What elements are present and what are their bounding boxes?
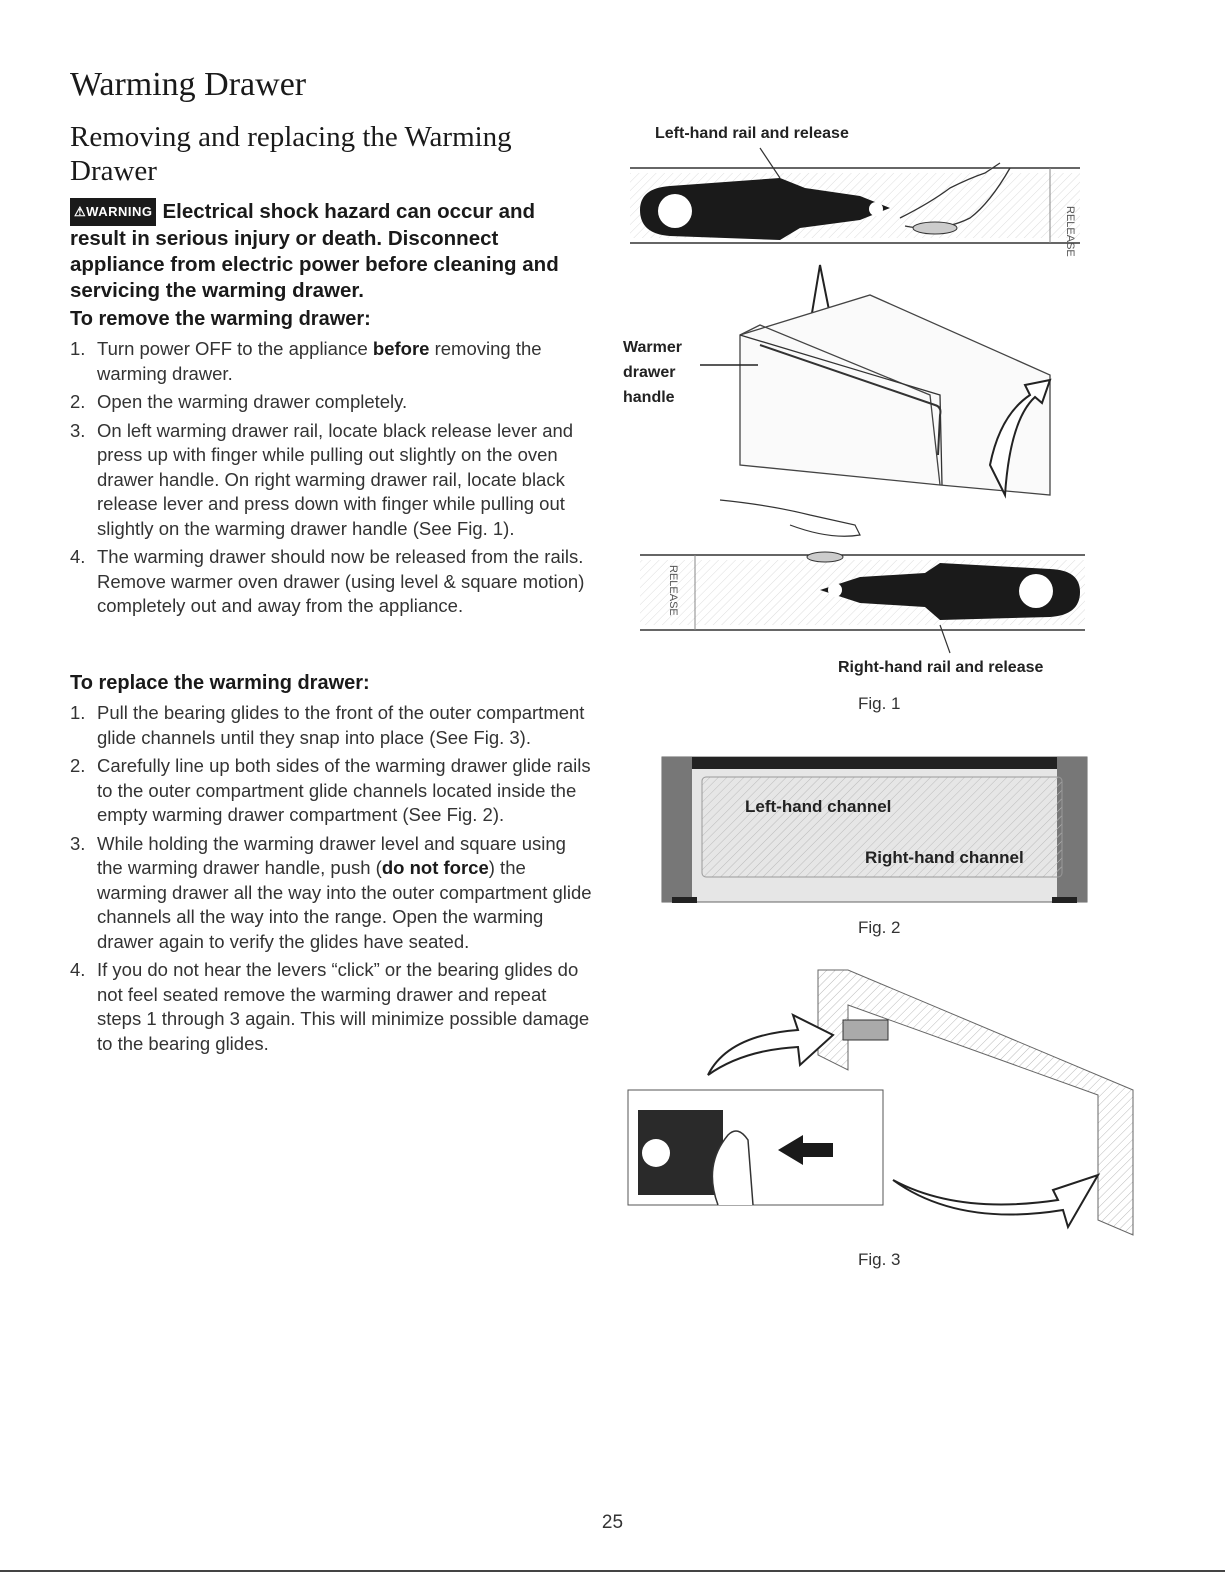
handle-label-line: Warmer <box>623 339 682 356</box>
step-number: 3. <box>70 419 86 441</box>
step-number: 3. <box>70 832 86 854</box>
fig1-right-rail-illustration: RELEASE <box>640 551 1085 654</box>
step-text: Carefully line up both sides of the warm… <box>97 755 591 825</box>
replace-heading: To replace the warming drawer: <box>70 672 370 694</box>
step-number: 1. <box>70 338 86 359</box>
step-text: If you do not hear the levers “click” or… <box>97 959 590 1054</box>
warning-text: Electrical shock hazard can occur and re… <box>70 200 559 302</box>
remove-steps: 1. Turn power OFF to the appliance before… <box>70 337 595 623</box>
page-title: Warming Drawer <box>70 66 307 103</box>
step-number: 4. <box>70 546 86 567</box>
fig1-left-rail-label: Left-hand rail and release <box>655 125 849 142</box>
fig2-compartment-illustration <box>661 756 1088 903</box>
fig1-right-rail-label: Right-hand rail and release <box>838 659 1044 676</box>
step-number: 1. <box>70 702 86 723</box>
list-item: 4. If you do not hear the levers “click” … <box>70 958 595 1056</box>
handle-label-line: drawer <box>623 364 676 381</box>
replace-steps: 1. Pull the bearing glides to the front o… <box>70 701 595 1060</box>
list-item: 1. Pull the bearing glides to the front o… <box>70 701 595 750</box>
footer-divider <box>0 1570 1225 1572</box>
step-text: Pull the bearing glides to the front of … <box>97 702 585 748</box>
fig1-drawer-illustration <box>700 264 1052 537</box>
fig3-glide-illustration <box>627 969 1134 1236</box>
step-emphasis: do not force <box>381 857 489 878</box>
step-text: ) the warming drawer all the way into th… <box>97 857 592 952</box>
fig2-right-channel-label: Right-hand channel <box>865 848 1024 867</box>
step-number: 2. <box>70 391 86 412</box>
step-text: The warming drawer should now be release… <box>97 546 585 616</box>
remove-heading: To remove the warming drawer: <box>70 308 371 330</box>
section-title: Removing and replacing the Warming Drawe… <box>70 121 512 187</box>
list-item: 3. While holding the warming drawer level… <box>70 832 595 955</box>
step-text: Open the warming drawer completely. <box>97 391 408 412</box>
list-item: 2. Carefully line up both sides of the wa… <box>70 754 595 828</box>
step-text: While holding the warming drawer level a… <box>97 832 566 879</box>
fig1-handle-label: Warmer drawer handle <box>623 335 682 410</box>
list-item: 2. Open the warming drawer completely. <box>70 390 595 415</box>
list-item: 3. On left warming drawer rail, locate bl… <box>70 419 595 542</box>
handle-label-line: handle <box>623 389 675 406</box>
release-text: RELEASE <box>667 565 679 616</box>
step-emphasis: before <box>372 338 430 359</box>
fig1-caption: Fig. 1 <box>858 694 901 713</box>
list-item: 1. Turn power OFF to the appliance before… <box>70 337 595 386</box>
page-number: 25 <box>601 1512 624 1533</box>
step-text: On left warming drawer rail, locate blac… <box>97 419 574 539</box>
list-item: 4. The warming drawer should now be relea… <box>70 545 595 619</box>
fig1-left-rail-illustration: RELEASE <box>630 147 1080 257</box>
fig3-caption: Fig. 3 <box>858 1250 901 1269</box>
fig2-caption: Fig. 2 <box>858 918 901 937</box>
step-text: removing the warming drawer. <box>97 338 542 384</box>
warning-badge: ⚠WARNING <box>70 198 157 226</box>
release-text: RELEASE <box>1064 206 1076 257</box>
step-text: Turn power OFF to the appliance <box>97 338 373 359</box>
fig2-left-channel-label: Left-hand channel <box>745 797 892 816</box>
step-number: 4. <box>70 959 86 980</box>
step-number: 2. <box>70 755 86 776</box>
